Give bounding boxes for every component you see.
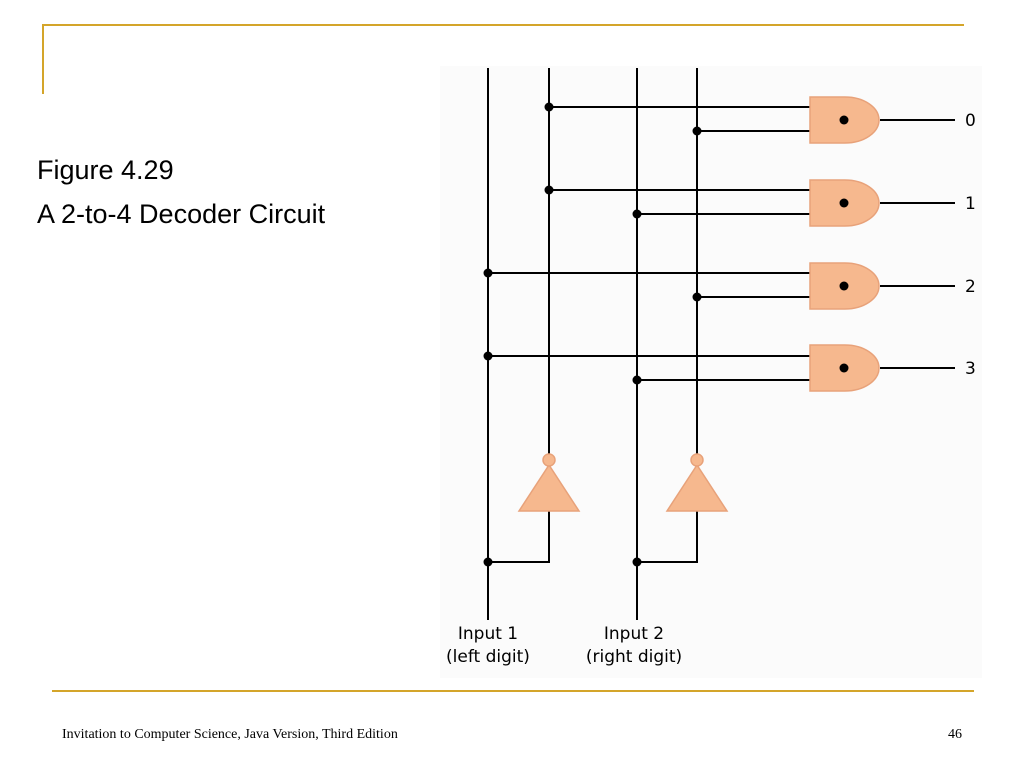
figure-panel [440,66,982,678]
bottom-accent-line [52,690,974,692]
top-accent-line [42,24,964,26]
left-accent-line [42,24,44,94]
output-label-1: 1 [965,194,976,214]
junction-dot [632,209,642,219]
and-gate-0 [809,96,880,144]
output-label-3: 3 [965,359,976,379]
input1-label-line1: Input 1 [458,624,518,644]
junction-dot [483,557,493,567]
junction-dot [483,351,493,361]
junction-dot [483,268,493,278]
junction-dot [692,126,702,136]
input2-label-line2: (right digit) [586,647,682,667]
junction-dot [632,375,642,385]
output-label-0: 0 [965,111,976,131]
junction-dot [632,557,642,567]
junction-dot [692,292,702,302]
slide-title: Figure 4.29 A 2-to-4 Decoder Circuit [37,148,325,236]
junction-dot [544,185,554,195]
input2-label-line1: Input 2 [604,624,664,644]
figure-caption: A 2-to-4 Decoder Circuit [37,199,326,229]
junction-dot [544,102,554,112]
and-gate-1 [809,179,880,227]
not-gate-input2 [665,453,729,512]
page-number: 46 [948,727,962,742]
output-label-2: 2 [965,277,976,297]
slide-footer: Invitation to Computer Science, Java Ver… [62,727,398,742]
input1-to-not-wire [488,510,550,563]
input1-label-line2: (left digit) [446,647,530,667]
figure-number: Figure 4.29 [37,155,174,185]
and-gate-3 [809,344,880,392]
and-gate-2 [809,262,880,310]
not-gate-input1 [517,453,581,512]
input2-to-not-wire [637,510,698,563]
